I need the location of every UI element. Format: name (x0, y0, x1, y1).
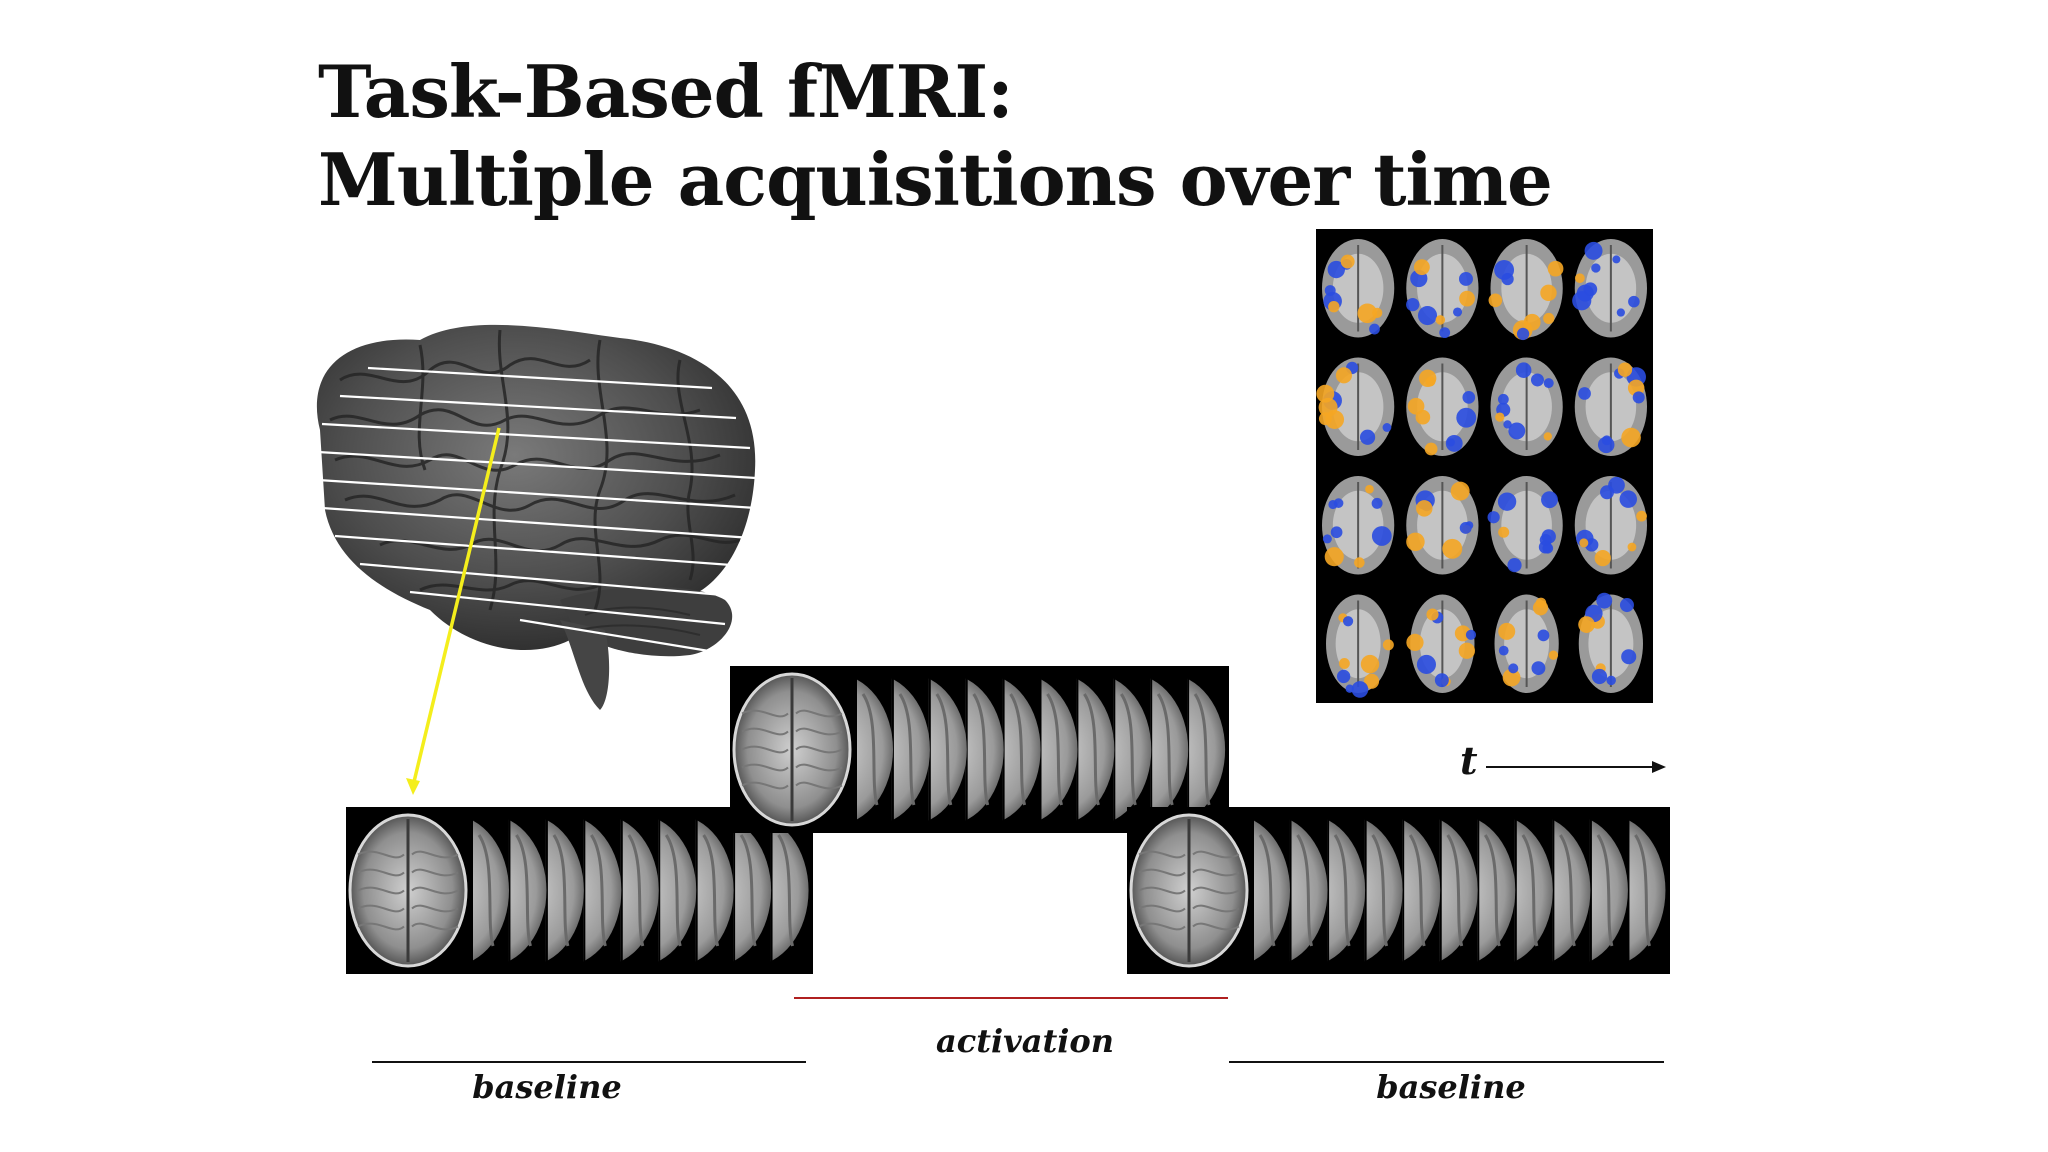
baseline-1-label: baseline (472, 1068, 622, 1106)
scan-strip-baseline-2 (1127, 807, 1670, 974)
axial-slice (1129, 813, 1249, 968)
activation-slice (1488, 239, 1564, 341)
activation-slice (1406, 239, 1479, 339)
activation-slice (1406, 594, 1476, 693)
activation-slice (1326, 594, 1394, 698)
brain-illustration (316, 324, 757, 710)
activation-slice (1574, 476, 1647, 575)
time-arrow (1486, 761, 1666, 773)
baseline-2-label: baseline (1376, 1068, 1526, 1106)
axial-slice (732, 672, 852, 827)
slice-lines (317, 366, 757, 654)
scan-strip-baseline-1 (346, 807, 813, 974)
title-line-1: Task-Based fMRI: (318, 49, 1014, 134)
activation-slice (1322, 239, 1395, 338)
activation-slice (1578, 592, 1643, 693)
activation-slice (1494, 594, 1559, 693)
activation-slice (1322, 476, 1395, 575)
activation-slice (1406, 476, 1479, 575)
slide-title: Task-Based fMRI: Multiple acquisitions o… (318, 48, 1553, 224)
activation-label: activation (935, 1022, 1115, 1060)
title-line-2: Multiple acquisitions over time (318, 137, 1553, 222)
activation-slice (1316, 357, 1395, 456)
time-axis-label: t (1460, 738, 1478, 783)
activation-slice (1574, 357, 1647, 456)
axial-slice (348, 813, 468, 968)
activation-slice (1487, 476, 1563, 575)
activation-slice (1572, 239, 1647, 338)
activation-map-grid (1316, 229, 1653, 703)
slice-pointer-arrow (406, 427, 501, 795)
activation-slice (1490, 357, 1563, 456)
activation-slice (1406, 357, 1479, 456)
scan-strip-activation (730, 666, 1229, 833)
